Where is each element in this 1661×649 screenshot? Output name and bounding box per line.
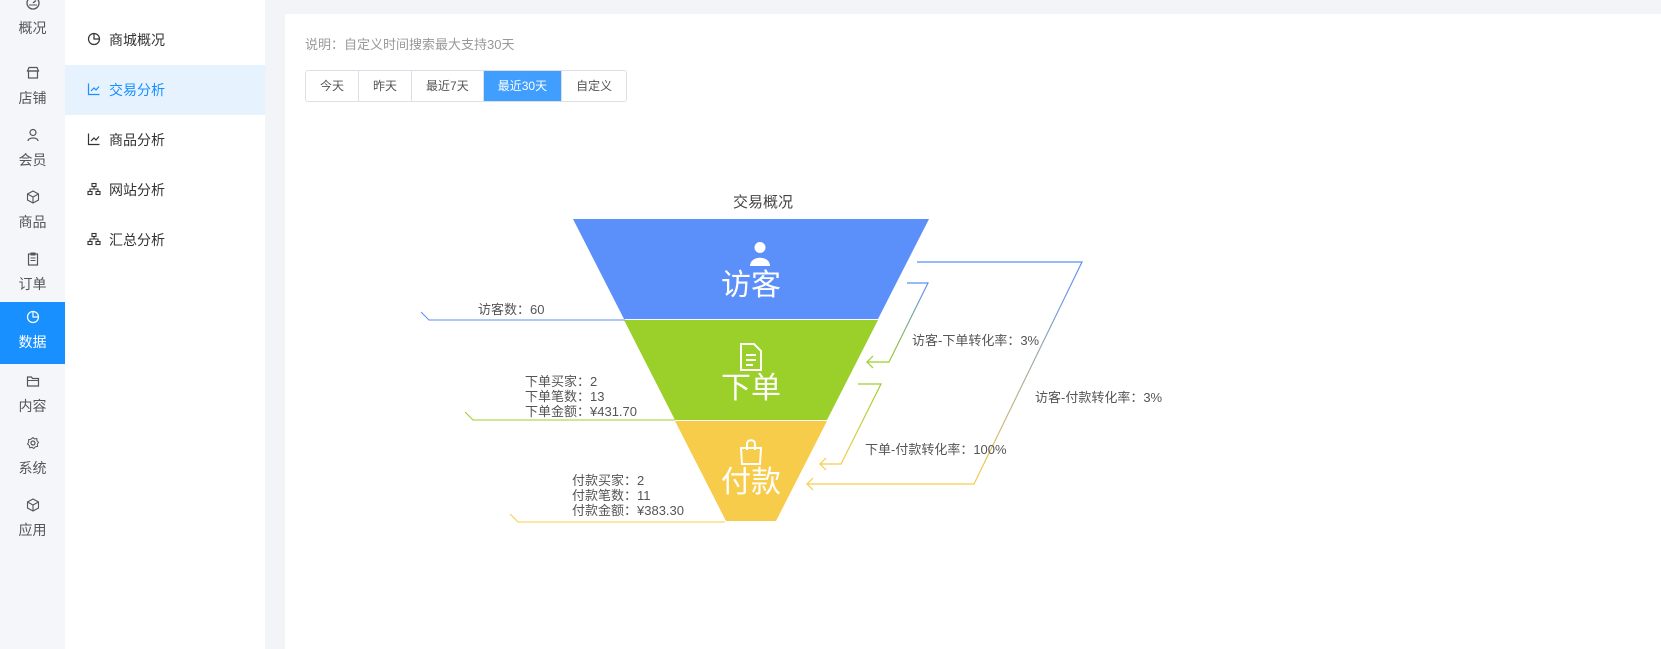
rail-item-label: 店铺 (18, 90, 47, 106)
conversion-label: 访客-付款转化率：3% (1035, 390, 1163, 405)
shop-icon (0, 62, 65, 88)
rail-item-label: 应用 (18, 522, 47, 538)
submenu-item-label: 网站分析 (109, 182, 165, 198)
rail-item-label: 订单 (18, 276, 47, 292)
rail-item-apps[interactable]: 应用 (0, 494, 65, 559)
rail-item-label: 商品 (18, 214, 47, 230)
stage-stat: 访客数：60 (478, 302, 544, 317)
pie-chart-icon (0, 302, 65, 332)
submenu-item-label: 商品分析 (109, 132, 165, 148)
rail-item-label: 系统 (18, 460, 47, 476)
line-chart-icon (87, 83, 100, 96)
funnel-stage-label: 访客 (721, 269, 781, 302)
rail-item-goods[interactable]: 商品 (0, 186, 65, 251)
conversion-arrow-order-pay (820, 383, 882, 465)
conversion-label: 访客-下单转化率：3% (912, 333, 1040, 348)
folder-icon (0, 370, 65, 396)
document-icon (740, 343, 762, 371)
sitemap-icon (87, 182, 101, 196)
conversion-arrow-visitor-order (867, 282, 929, 363)
box-icon (0, 186, 65, 212)
dashboard-icon (0, 0, 65, 18)
stage-stat: 付款买家：2 (572, 473, 644, 488)
submenu-item-mall-overview[interactable]: 商城概况 (65, 15, 265, 65)
range-tab-yesterday[interactable]: 昨天 (359, 71, 413, 101)
leader-line-visitor (420, 311, 625, 321)
conversion-label: 下单-付款转化率：100% (865, 442, 1007, 457)
conversion-arrow-visitor-pay (807, 261, 1083, 485)
rail-item-order[interactable]: 订单 (0, 248, 65, 313)
stage-stat: 付款笔数：11 (572, 488, 651, 503)
leader-line-pay (509, 513, 725, 523)
rail-item-label: 内容 (18, 398, 47, 414)
leader-line-order (464, 411, 675, 421)
clipboard-icon (0, 248, 65, 274)
shopping-bag-icon (739, 439, 763, 465)
trade-funnel-chart: 交易概况 访客 下单 付款 访客数：60 下单买家：2 下单笔数：13 下单金额 (420, 193, 1163, 523)
rail-item-overview[interactable]: 概况 (0, 0, 65, 57)
submenu-item-label: 交易分析 (109, 82, 165, 98)
submenu-item-summary-analysis[interactable]: 汇总分析 (65, 215, 265, 265)
funnel-stage-pay (675, 421, 827, 521)
stage-stat: 下单金额：¥431.70 (525, 404, 637, 419)
date-range-tabs: 今天 昨天 最近7天 最近30天 自定义 (305, 70, 628, 102)
search-note: 说明：自定义时间搜索最大支持30天 (305, 37, 515, 52)
arrow-head (866, 355, 874, 369)
rail-item-content[interactable]: 内容 (0, 370, 65, 435)
range-tab-last-30-days[interactable]: 最近30天 (483, 71, 563, 101)
rail-item-data[interactable]: 数据 (0, 302, 65, 364)
stage-stat: 下单笔数：13 (525, 389, 604, 404)
stage-stat: 下单买家：2 (525, 374, 597, 389)
range-tab-custom[interactable]: 自定义 (562, 71, 627, 101)
rail-item-system[interactable]: 系统 (0, 432, 65, 497)
rail-item-member[interactable]: 会员 (0, 124, 65, 189)
user-icon (750, 242, 770, 266)
sitemap-icon (87, 232, 101, 246)
range-tab-today[interactable]: 今天 (306, 71, 360, 101)
cube-icon (0, 494, 65, 520)
user-icon (0, 124, 65, 150)
range-tab-last-7-days[interactable]: 最近7天 (412, 71, 484, 101)
pie-chart-icon (87, 32, 101, 46)
chart-title: 交易概况 (733, 193, 793, 211)
submenu-item-trade-analysis[interactable]: 交易分析 (65, 65, 265, 115)
rail-item-label: 数据 (18, 334, 47, 350)
submenu-item-goods-analysis[interactable]: 商品分析 (65, 115, 265, 165)
stage-stat: 付款金额：¥383.30 (572, 503, 684, 518)
funnel-stage-label: 下单 (721, 372, 781, 405)
main-nav-rail: 概况 店铺 会员 商品 订单 数据 内容 (0, 0, 65, 649)
data-submenu: 商城概况 交易分析 商品分析 网站分析 汇总分析 (65, 0, 265, 649)
submenu-item-label: 商城概况 (109, 32, 165, 48)
rail-item-label: 会员 (18, 152, 47, 168)
arrow-head (819, 457, 827, 471)
rail-item-shop[interactable]: 店铺 (0, 62, 65, 127)
submenu-item-label: 汇总分析 (109, 232, 165, 248)
funnel-stage-visitor (573, 219, 929, 319)
rail-item-label: 概况 (18, 20, 47, 36)
submenu-item-site-analysis[interactable]: 网站分析 (65, 165, 265, 215)
funnel-stage-label: 付款 (721, 466, 781, 499)
main-panel: 说明：自定义时间搜索最大支持30天 今天 昨天 最近7天 最近30天 自定义 交… (285, 14, 1661, 649)
arrow-head (806, 477, 814, 491)
line-chart-icon (87, 133, 100, 146)
gear-icon (0, 432, 65, 458)
